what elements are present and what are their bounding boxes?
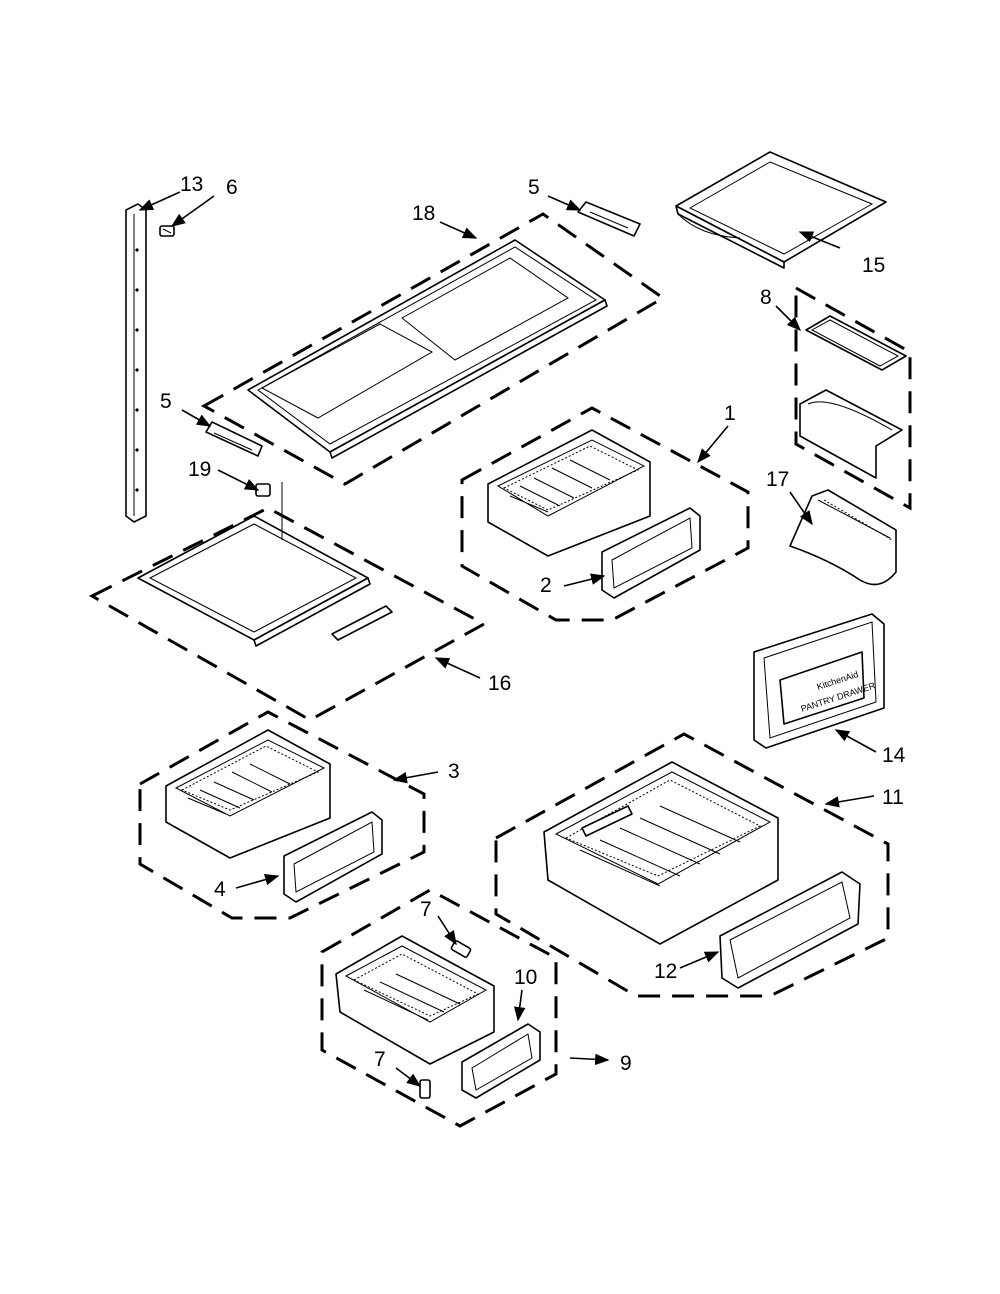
callout-12: 12: [654, 960, 677, 983]
callout-16: 16: [488, 672, 511, 695]
callout-leaders: [138, 191, 877, 1087]
drawer-assembly-group-3: [138, 710, 426, 920]
drawer-assembly-group-11: [494, 732, 890, 998]
callout-6: 6: [226, 176, 238, 199]
callout-11: 11: [882, 786, 904, 809]
callout-9: 9: [620, 1052, 632, 1075]
callout-7-lower: 7: [374, 1048, 386, 1071]
curved-cover-part-17: [789, 489, 897, 586]
callout-2: 2: [540, 574, 552, 597]
callout-5-left: 5: [160, 390, 172, 413]
callout-10: 10: [514, 966, 537, 989]
shelf-rail-part-13: [125, 203, 147, 523]
callout-14: 14: [882, 744, 906, 767]
pantry-drawer-front-part-14: KitchenAid PANTRY DRAWER: [753, 613, 885, 749]
screw-part-6: [159, 225, 175, 237]
callout-1: 1: [724, 402, 736, 425]
drawer-assembly-group-1: [460, 406, 750, 622]
callout-15: 15: [862, 254, 885, 277]
flat-shelf-part-15: [675, 151, 887, 269]
callout-13: 13: [180, 173, 203, 196]
callout-19: 19: [188, 458, 211, 481]
shelf-end-cap-part-5-top: [577, 201, 641, 237]
screw-part-7-upper: [450, 940, 472, 958]
shelf-assembly-group-18: [200, 212, 666, 486]
callout-7-upper: 7: [420, 898, 432, 921]
callout-8: 8: [760, 286, 772, 309]
callout-4: 4: [214, 878, 226, 901]
screw-part-7-lower: [419, 1079, 431, 1099]
callout-3: 3: [448, 760, 460, 783]
shelf-end-cap-part-5-left: [205, 421, 263, 457]
callout-17: 17: [766, 468, 789, 491]
callout-5-top: 5: [528, 176, 540, 199]
shelf-assembly-group-16: [88, 482, 488, 722]
dairy-bin-group-8: [794, 285, 912, 511]
callout-18: 18: [412, 202, 435, 225]
shelf-stud-part-19: [255, 483, 271, 497]
drawer-assembly-group-9: [320, 888, 558, 1128]
